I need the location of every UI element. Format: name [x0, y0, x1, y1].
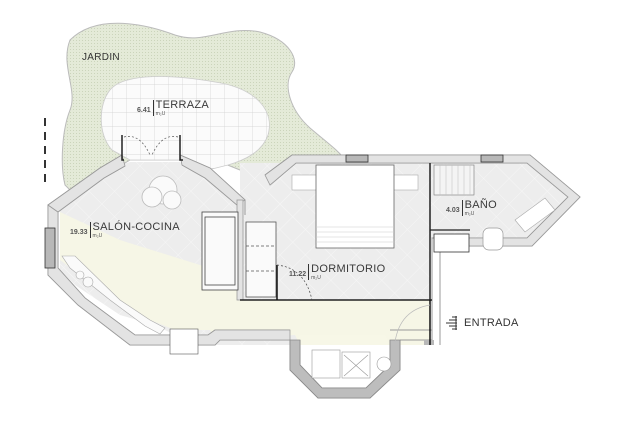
room-label-terraza: 6.41 TERRAZA m₂U: [137, 100, 209, 117]
entrance-arrow-icon: [446, 316, 457, 330]
label-divider: [461, 200, 463, 216]
room-name-bano: BAÑO: [464, 199, 497, 211]
room-unit-dormitorio: m₂U: [311, 275, 321, 281]
label-divider: [89, 222, 91, 238]
room-unit-salon-cocina: m₂U: [92, 233, 103, 239]
room-area-terraza: 6.41: [137, 107, 151, 114]
room-area-dormitorio: 11.22: [289, 271, 307, 278]
label-divider: [308, 264, 310, 280]
room-unit-bano: m₂U: [464, 211, 475, 217]
room-label-bano: 4.03 BAÑO m₂U: [446, 200, 497, 217]
room-name-terraza: TERRAZA: [155, 99, 210, 111]
room-area-bano: 4.03: [446, 207, 460, 214]
terrace-area: [100, 76, 270, 173]
entrance-marker: ENTRADA: [444, 315, 519, 331]
room-name-dormitorio: DORMITORIO: [311, 263, 386, 275]
label-divider: [152, 100, 154, 116]
room-area-salon-cocina: 19.33: [70, 229, 88, 236]
room-label-salon-cocina: 19.33 SALÓN-COCINA m₂U: [70, 222, 180, 239]
corridor-floor: [60, 212, 430, 345]
room-unit-terraza: m₂U: [155, 111, 166, 117]
room-label-dormitorio: 11.22 DORMITORIO m₂U: [289, 264, 385, 281]
room-label-jardin: JARDIN: [82, 52, 120, 63]
room-name-salon-cocina: SALÓN-COCINA: [92, 221, 180, 233]
entrance-label: ENTRADA: [464, 317, 519, 329]
